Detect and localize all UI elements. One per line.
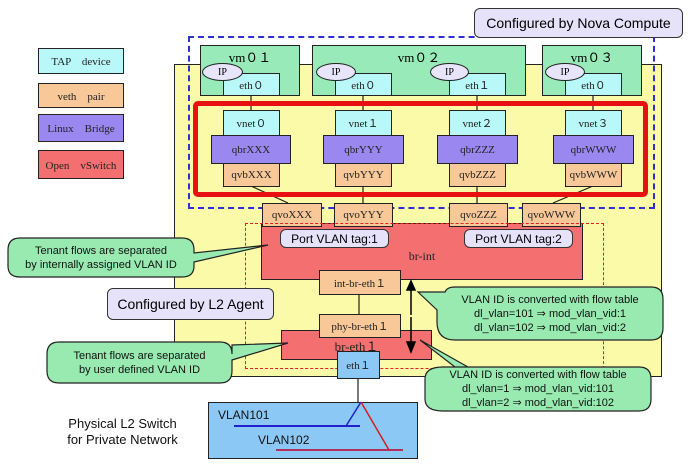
callout-line: dl_vlan=2 ⇒ mod_vlan_vid:102 — [461, 397, 614, 409]
qbr-zzz: qbrZZZ — [437, 135, 518, 164]
vm02-eth0: eth０ — [335, 73, 392, 96]
qvb-zzz: qvbZZZ — [449, 163, 506, 187]
callout-line: VLAN ID is converted with flow table — [449, 369, 627, 381]
qbr-yyy: qbrYYY — [323, 135, 404, 164]
int-br-eth1: int-br-eth１ — [319, 270, 401, 295]
callout-line: dl_vlan=102 ⇒ mod_vlan_vid:2 — [473, 321, 626, 334]
vlan102-branch — [360, 401, 390, 451]
callout-flow-down: VLAN ID is converted with flow table dl_v… — [425, 367, 651, 411]
vm02-ip: IP — [316, 63, 356, 81]
callout-flow-up-bubble — [416, 286, 664, 341]
vm01-ip: IP — [202, 63, 243, 81]
vnet2: vnet２ — [449, 110, 506, 136]
vlan102-label: VLAN102 — [258, 433, 310, 447]
callout-internal-bubble — [7, 237, 269, 278]
vnet0: vnet０ — [223, 110, 280, 136]
vm03-ip: IP — [545, 63, 585, 81]
legend-veth-pair: veth pair — [38, 83, 124, 108]
vnet3: vnet３ — [565, 110, 622, 136]
vm03-eth0: eth０ — [565, 73, 622, 96]
l2-agent-label: Configured by L2 Agent — [107, 288, 274, 320]
callout-line: dl_vlan=101 ⇒ mod_vlan_vid:1 — [473, 307, 626, 320]
legend-label: veth pair — [57, 90, 105, 103]
vm01-eth0: eth０ — [223, 73, 280, 96]
callout-flow-down-bubble — [419, 339, 652, 412]
legend-linux-bridge: Linux Bridge — [38, 114, 124, 142]
legend-label: TAP device — [51, 56, 111, 68]
vm02-ip2: IP — [430, 63, 469, 81]
legend-label: Open vSwitch — [45, 159, 117, 172]
vm02-eth1: eth１ — [449, 73, 506, 96]
callout-line: Tenant flows are separated — [34, 244, 168, 257]
callout-line: by user defined VLAN ID — [78, 363, 201, 376]
callout-user-bubble — [46, 341, 289, 384]
vnet1: vnet１ — [335, 110, 392, 136]
legend-open-vswitch: Open vSwitch — [38, 150, 124, 179]
phy-br-eth1: phy-br-eth１ — [319, 314, 401, 338]
callout-line: by internally assigned VLAN ID — [25, 258, 177, 271]
qvb-xxx: qvbXXX — [223, 163, 280, 187]
vlan101-label: VLAN101 — [218, 408, 270, 422]
port-vlan-tag-2: Port VLAN tag:2 — [464, 229, 573, 248]
callout-line: VLAN ID is converted with flow table — [461, 293, 639, 306]
vm-name: vm０３ — [570, 50, 614, 65]
vm-name: vm０１ — [228, 50, 272, 65]
eth1: eth１ — [337, 351, 380, 379]
qbr-xxx: qbrXXX — [211, 135, 291, 164]
nova-region — [188, 36, 655, 209]
port-vlan-tag-1: Port VLAN tag:1 — [280, 229, 389, 248]
vlan101-branch — [345, 401, 362, 427]
vm-name: vm０２ — [397, 50, 441, 65]
title-line: for Private Network — [67, 432, 178, 447]
callout-line: dl_vlan=1 ⇒ mod_vlan_vid:101 — [461, 383, 614, 395]
legend-tap-device: TAP device — [38, 48, 124, 74]
nova-compute-label: Configured by Nova Compute — [474, 8, 683, 38]
title-line: Physical L2 Switch — [68, 416, 177, 431]
legend-label: Linux Bridge — [47, 123, 115, 135]
qvb-www: qvbWWW — [565, 163, 622, 187]
qvb-yyy: qvbYYY — [335, 163, 392, 187]
firewall-bridge-region — [193, 101, 648, 197]
callout-line: Tenant flows are separated — [73, 349, 206, 362]
